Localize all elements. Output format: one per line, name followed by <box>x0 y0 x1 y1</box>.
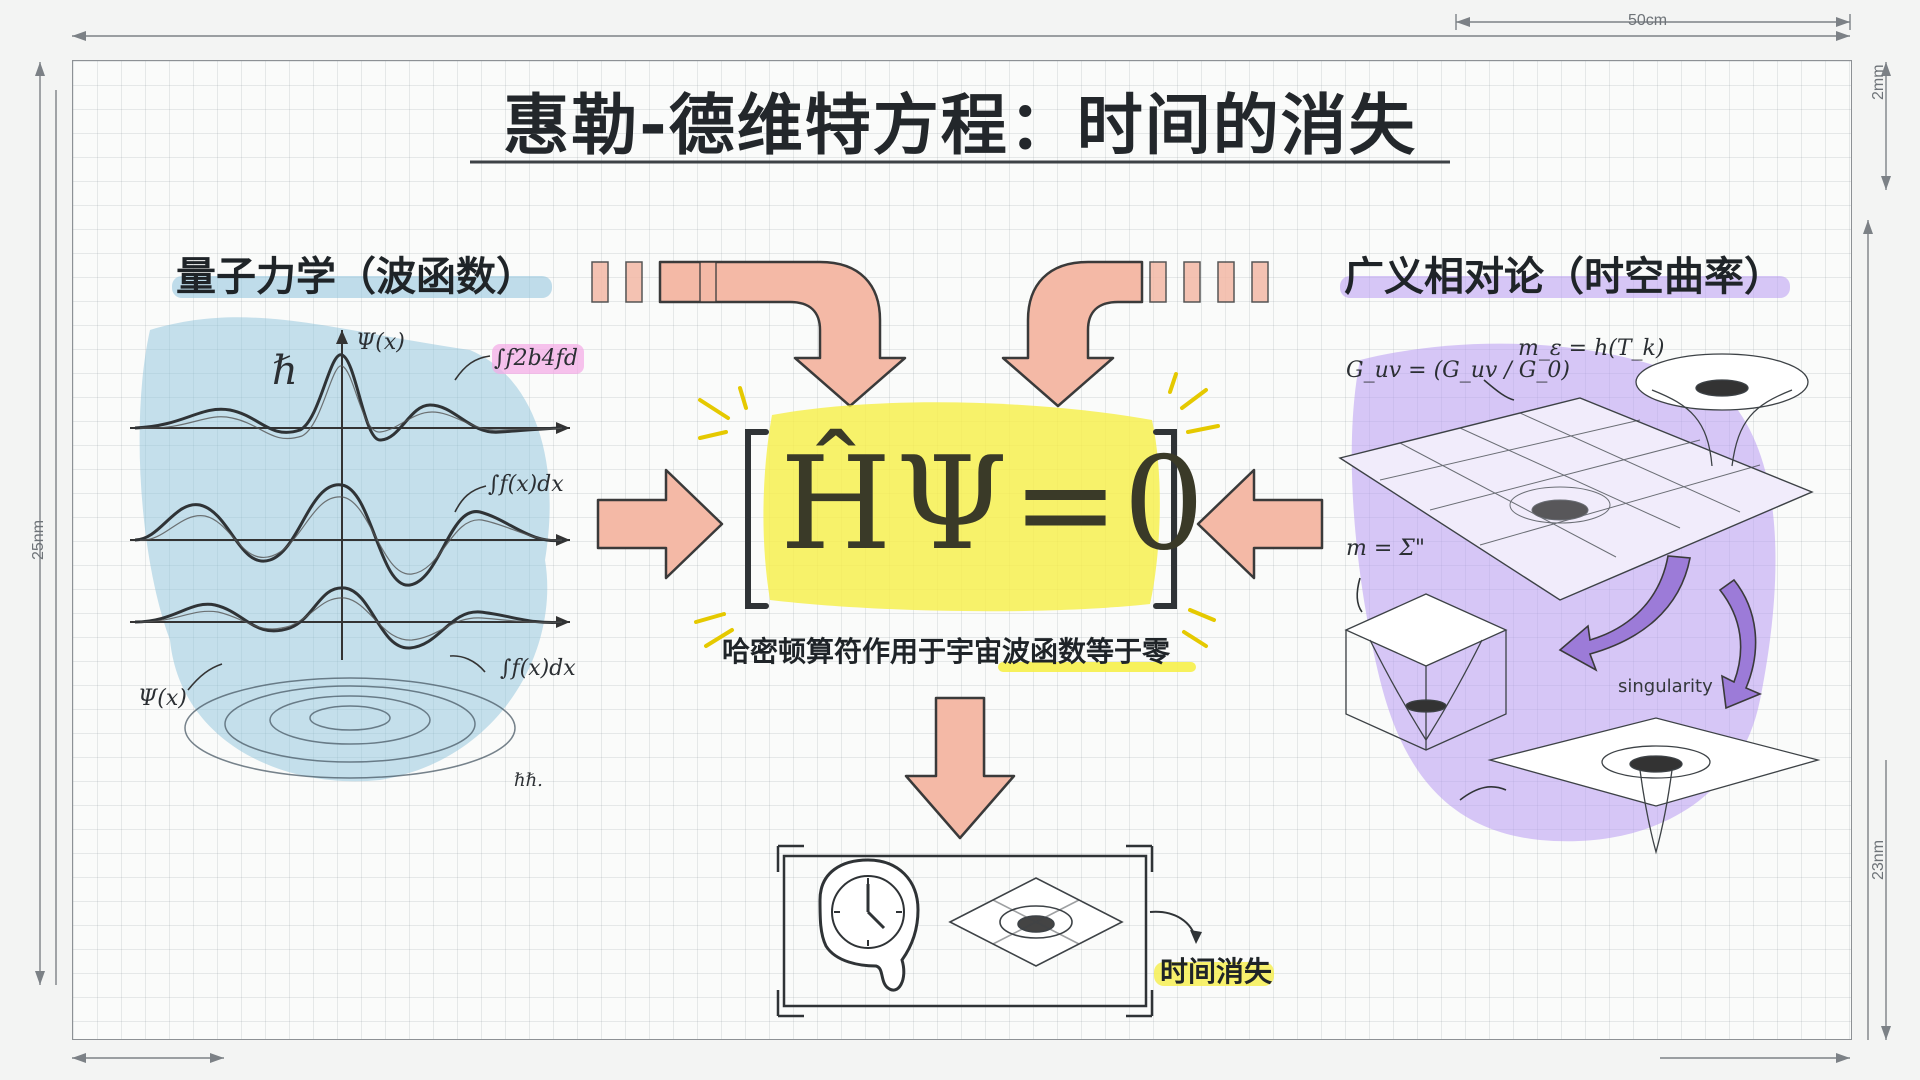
hbar-symbol: ℏ <box>272 348 298 394</box>
arrow-down <box>904 696 1016 840</box>
time-vanishes-label: 时间消失 <box>1160 955 1273 988</box>
einstein-tensor-equation: G_uv = (G_uv / G_0) <box>1346 358 1570 383</box>
psi-bottom-label: Ψ(x) <box>138 686 187 711</box>
wave-curves <box>134 353 566 650</box>
arrow-left <box>596 468 724 580</box>
arrow-right <box>1196 468 1324 580</box>
singularity-label: singularity <box>1618 676 1713 697</box>
gravity-well-bottom <box>1487 717 1821 855</box>
general-relativity-heading: 广义相对论（时空曲率） <box>1344 254 1784 300</box>
integral-label-1: ∫f(x)dx <box>488 472 564 497</box>
melting-clock-icon <box>818 858 920 992</box>
equation-caption: 哈密顿算符作用于宇宙波函数等于零 <box>722 635 1171 668</box>
page-title: 惠勒-德维特方程：时间的消失 <box>503 87 1417 164</box>
ripple-pond <box>184 677 516 779</box>
wheeler-dewitt-equation: ĤΨ=0 <box>780 430 1209 579</box>
integral-label-2: ∫f(x)dx <box>500 656 576 681</box>
mass-energy-equation: m_ε = h(T_k) <box>1518 336 1665 361</box>
sum-equation: m = Σ" <box>1346 536 1425 561</box>
arrow-top-right <box>1001 260 1144 408</box>
curved-spacetime-sheet <box>1338 397 1814 601</box>
wormhole-funnel-top <box>1635 353 1809 467</box>
flat-spacetime-sheet-icon <box>948 877 1124 967</box>
hbar-small-label: ℏℏ. <box>514 770 543 791</box>
psi-top-label: Ψ(x) <box>356 330 405 355</box>
arrow-top-left <box>658 260 907 408</box>
arrow-tail-dashes <box>591 261 1269 303</box>
gravity-well-cube <box>1344 593 1508 751</box>
dimension-top-label: 50cm <box>1628 12 1668 29</box>
quantum-mechanics-heading: 量子力学（波函数） <box>176 254 536 300</box>
wave-tag-label: ∫f2b4fd <box>494 346 578 371</box>
